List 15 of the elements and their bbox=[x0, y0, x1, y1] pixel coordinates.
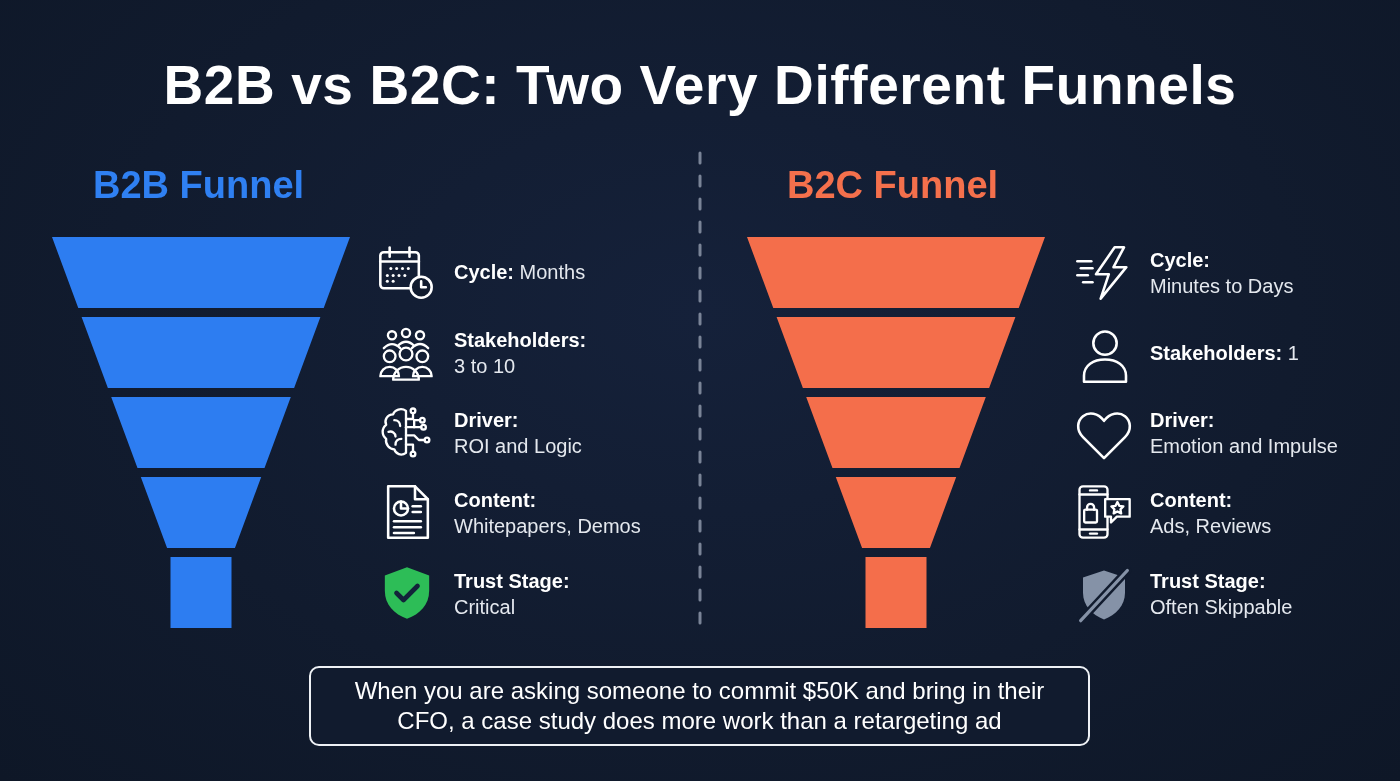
attribute-text: Content: Whitepapers, Demos bbox=[454, 488, 641, 539]
quote-text: When you are asking someone to commit $50K and bring in their CFO, a case study does more work than a retargeting ad bbox=[353, 676, 1046, 736]
funnel-heading: B2B Funnel bbox=[93, 163, 305, 207]
attribute-text: Trust Stage: Often Skippable bbox=[1150, 569, 1293, 620]
attribute-text: Cycle: Minutes to Days bbox=[1150, 248, 1294, 299]
attribute-text: Content: Ads, Reviews bbox=[1150, 488, 1272, 539]
attribute-text: Trust Stage: Critical bbox=[454, 569, 570, 620]
attribute-text: Driver: ROI and Logic bbox=[454, 408, 582, 459]
attribute-text: Cycle: Months bbox=[454, 260, 586, 285]
page-title: B2B vs B2C: Two Very Different Funnels bbox=[163, 53, 1237, 118]
attribute-text: Stakeholders: 3 to 10 bbox=[454, 328, 587, 379]
quote-box bbox=[309, 666, 1090, 746]
attribute-text: Stakeholders: 1 bbox=[1150, 341, 1299, 366]
attribute-text: Driver: Emotion and Impulse bbox=[1150, 408, 1338, 459]
funnel-heading: B2C Funnel bbox=[787, 163, 999, 207]
